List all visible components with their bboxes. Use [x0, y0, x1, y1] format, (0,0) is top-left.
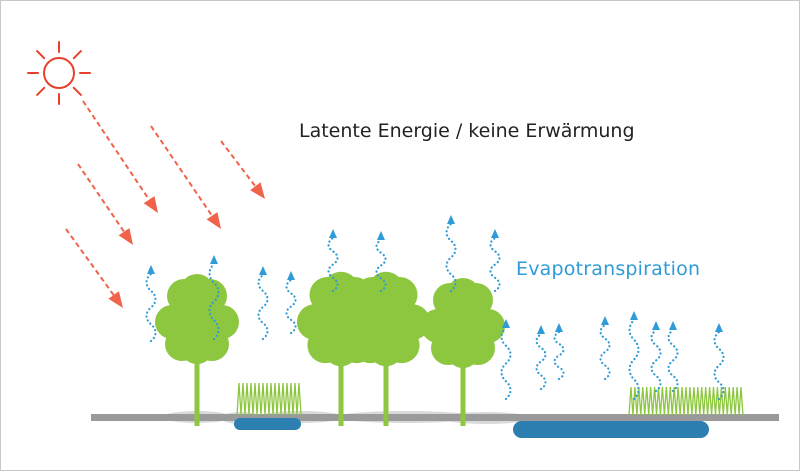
wavy-arrow-icon — [599, 316, 611, 381]
tree-icon — [155, 274, 239, 426]
dashed-arrow-icon — [77, 163, 133, 245]
dashed-arrow-icon — [150, 125, 221, 229]
water-pools — [234, 418, 709, 438]
wavy-arrow-icon — [257, 266, 269, 341]
water-pool-icon — [234, 418, 301, 430]
latent-energy-label: Latente Energie / keine Erwärmung — [299, 120, 635, 142]
wavy-arrow-icon — [500, 319, 512, 401]
grass-icon — [236, 382, 302, 416]
wavy-arrow-icon — [375, 231, 387, 293]
dashed-arrow-icon — [82, 100, 158, 213]
grass-patches — [236, 382, 744, 416]
water-pool-icon — [513, 421, 709, 438]
vapor-arrows — [145, 215, 725, 401]
wavy-arrow-icon — [489, 229, 501, 293]
wavy-arrow-icon — [553, 323, 565, 381]
radiation-arrows — [65, 100, 265, 308]
wavy-arrow-icon — [285, 271, 297, 335]
dashed-arrow-icon — [65, 228, 123, 308]
tree-icon — [421, 278, 505, 426]
wavy-arrow-icon — [713, 323, 725, 401]
wavy-arrow-icon — [667, 321, 679, 393]
wavy-arrow-icon — [628, 311, 640, 401]
wavy-arrow-icon — [445, 215, 457, 293]
dashed-arrow-icon — [220, 140, 265, 199]
wavy-arrow-icon — [208, 255, 220, 341]
tree-icon — [341, 271, 431, 426]
wavy-arrow-icon — [145, 265, 157, 343]
sun-icon — [27, 41, 91, 105]
grass-icon — [628, 386, 744, 416]
wavy-arrow-icon — [650, 321, 662, 393]
ground-line — [91, 414, 779, 421]
wavy-arrow-icon — [327, 229, 339, 293]
trees — [155, 271, 505, 426]
wavy-arrow-icon — [535, 325, 547, 391]
evapotranspiration-label: Evapotranspiration — [516, 258, 701, 280]
